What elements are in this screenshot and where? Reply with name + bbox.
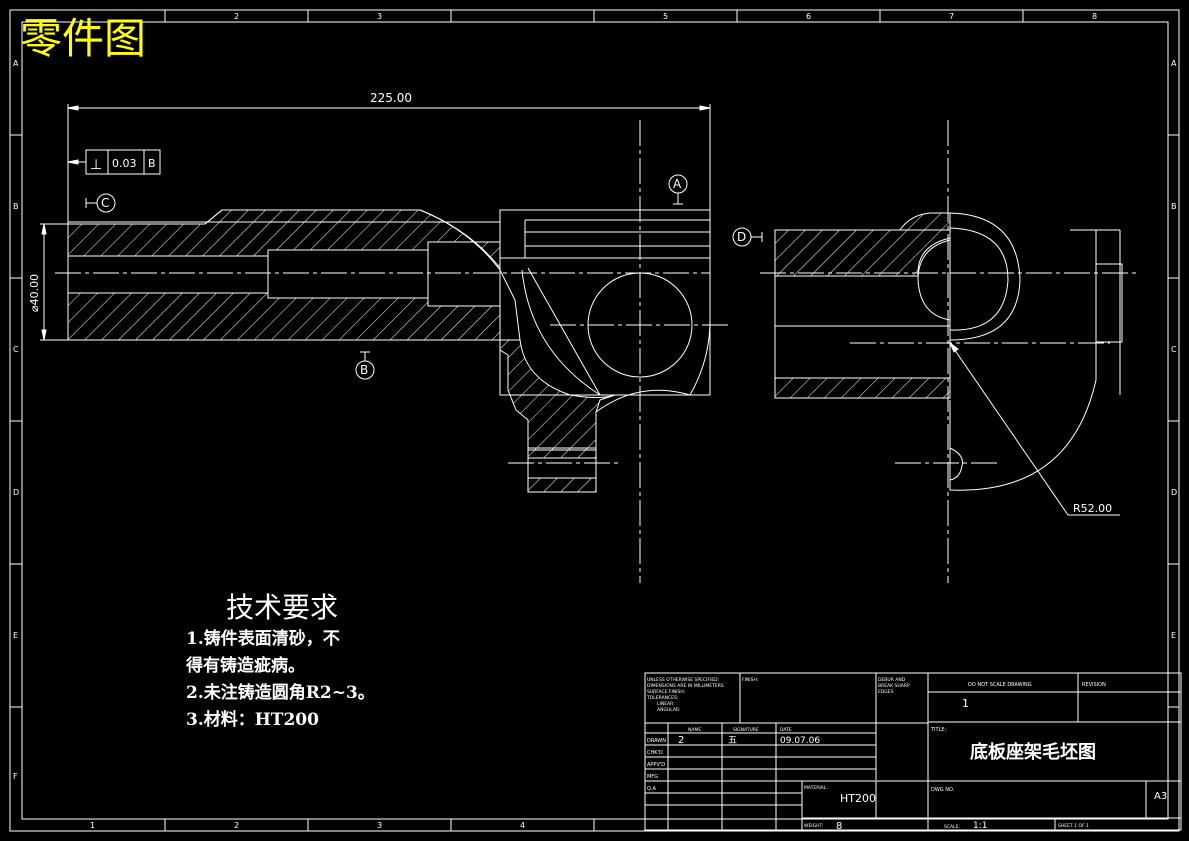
drawing-title: 底板座架毛坯图 <box>970 741 1096 763</box>
notes-heading: 技术要求 <box>226 591 339 624</box>
datum-c-label: C <box>101 196 109 210</box>
revision-value: 1 <box>962 697 969 710</box>
zone-top-2: 2 <box>234 12 239 21</box>
revision-label: REVISION <box>1082 682 1106 688</box>
col-date: DATE <box>780 727 792 733</box>
zone-left-f: F <box>13 772 18 781</box>
side-section-view <box>760 120 1140 583</box>
datum-d-label: D <box>737 230 746 244</box>
tolerance-line-5: LINEAR: <box>657 701 675 707</box>
dimension-radius-value: R52.00 <box>1073 502 1112 515</box>
zone-bottom-1: 1 <box>90 821 95 830</box>
zone-right-a: A <box>1171 59 1177 68</box>
row-drawn: DRAWN <box>647 738 666 744</box>
row-checked: CHK'D <box>647 750 663 756</box>
drawn-signature: 五 <box>728 736 737 746</box>
technical-notes: 技术要求 1.铸件表面清砂，不 得有铸造疵病。 2.未注铸造圆角R2~3。 3.… <box>186 590 375 734</box>
dimension-diameter <box>40 223 68 341</box>
deburr-line-2: BREAK SHARP <box>878 683 910 689</box>
deburr-line-1: DEBUR AND <box>878 677 906 683</box>
zone-labels: 2 3 5 6 7 8 1 2 3 4 A B C D E F A B C D … <box>13 12 1177 830</box>
title-label: TITLE: <box>930 727 947 733</box>
zone-right-b: B <box>1171 202 1177 211</box>
datum-markers <box>85 174 763 380</box>
zone-right-c: C <box>1171 345 1177 354</box>
zone-bottom-3: 3 <box>377 821 382 830</box>
zone-top-8: 8 <box>1092 12 1097 21</box>
weight-value: 8 <box>836 821 842 832</box>
title-block <box>644 672 1182 831</box>
zone-right-e: E <box>1171 631 1176 640</box>
dimension-length-value: 225.00 <box>370 91 412 105</box>
dimension-diameter-value: ⌀40.00 <box>28 274 41 312</box>
gdt-datum: B <box>148 157 156 170</box>
zone-bottom-4: 4 <box>520 821 525 830</box>
scale-value: 1:1 <box>973 821 987 831</box>
tolerance-line-2: DIMENSIONS ARE IN MILLIMETERS <box>647 683 724 689</box>
side-hatch-bottom <box>774 377 951 399</box>
shaft-hatch-bottom <box>67 292 501 341</box>
zone-bottom-2: 2 <box>234 821 239 830</box>
drawn-date: 09.07.06 <box>780 736 820 746</box>
finish-label: FINISH: <box>742 677 758 683</box>
zone-top-5: 5 <box>663 12 668 21</box>
dimension-length <box>67 104 711 224</box>
drawing-frame <box>9 9 1180 832</box>
gdt-tolerance: 0.03 <box>112 157 137 170</box>
row-qa: Q.A <box>647 786 657 792</box>
zone-left-c: C <box>13 345 19 354</box>
zone-top-7: 7 <box>949 12 954 21</box>
note-line-2: 得有铸造疵病。 <box>186 656 305 676</box>
sheet-size: A3 <box>1154 791 1167 802</box>
zone-top-6: 6 <box>806 12 811 21</box>
zone-left-d: D <box>13 488 19 497</box>
weight-label: WEIGHT: <box>804 823 823 829</box>
zone-left-a: A <box>13 59 19 68</box>
note-line-4: 3.材料：HT200 <box>186 710 319 730</box>
col-signature: SIGNATURE <box>733 727 759 733</box>
do-not-scale-label: DO NOT SCALE DRAWING <box>968 682 1032 688</box>
material-value: HT200 <box>840 792 876 805</box>
tolerance-line-1: UNLESS OTHERWISE SPECIFIED: <box>647 677 719 683</box>
zone-top-3: 3 <box>377 12 382 21</box>
row-mfg: MFG <box>647 774 658 780</box>
datum-b-label: B <box>360 363 368 377</box>
note-line-3: 2.未注铸造圆角R2~3。 <box>186 683 375 703</box>
zone-right-d: D <box>1171 488 1177 497</box>
sheet-label: SHEET 1 OF 1 <box>1058 823 1089 829</box>
scale-label: SCALE: <box>944 824 960 830</box>
side-hatch-top <box>774 212 951 277</box>
shaft-hatch-top <box>67 209 501 270</box>
col-name: NAME <box>688 727 701 733</box>
datum-a-label: A <box>673 177 682 191</box>
perpendicularity-icon: ⊥ <box>90 157 102 173</box>
front-section-view <box>55 120 730 583</box>
row-approved: APPV'D <box>647 762 665 768</box>
drawn-name: 2 <box>678 735 684 746</box>
zone-left-e: E <box>13 631 18 640</box>
tolerance-line-4: TOLERANCES: <box>646 695 678 701</box>
page-title: 零件图 <box>20 14 147 63</box>
tolerance-line-3: SURFACE FINISH: <box>647 689 685 695</box>
tolerance-line-6: ANGULAR: <box>657 707 680 713</box>
note-line-1: 1.铸件表面清砂，不 <box>186 629 340 649</box>
gdt-frame <box>67 149 161 175</box>
zone-left-b: B <box>13 202 19 211</box>
dwg-no-label: DWG NO. <box>931 787 955 793</box>
material-label: MATERIAL: <box>804 785 828 791</box>
deburr-line-3: EDGES <box>878 689 894 695</box>
